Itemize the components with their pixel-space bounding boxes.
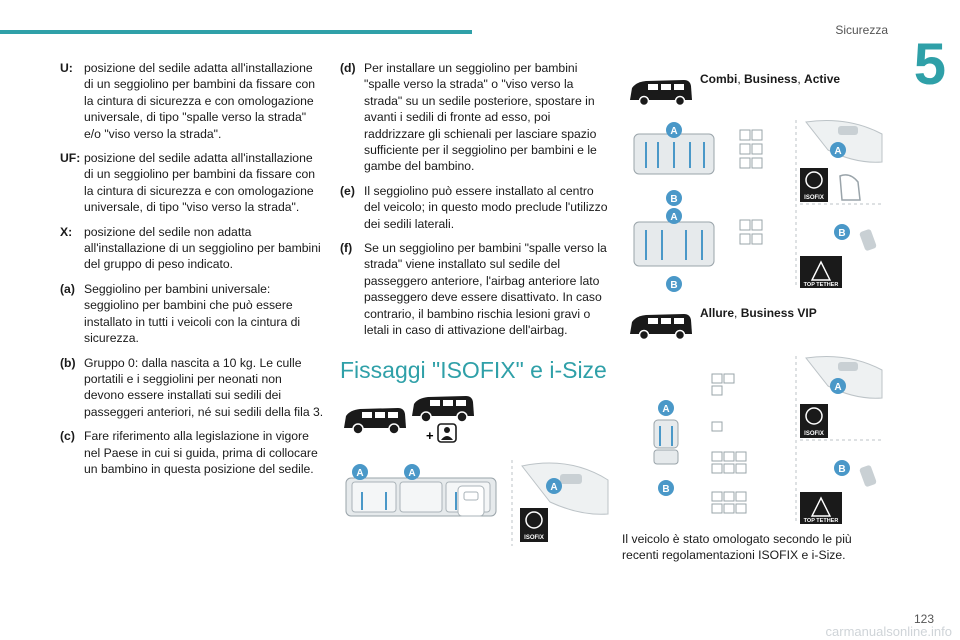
svg-text:ISOFIX: ISOFIX	[804, 431, 824, 437]
marker-a: A	[404, 464, 420, 480]
svg-text:B: B	[838, 228, 845, 239]
section-heading: Fissaggi "ISOFIX" e i-Size	[340, 357, 607, 383]
svg-text:A: A	[408, 468, 415, 479]
marker-a: A	[666, 208, 682, 224]
homologation-note: Il veicolo è stato omologato secondo le …	[622, 532, 852, 563]
van-icon	[412, 396, 474, 423]
svg-text:A: A	[670, 126, 677, 137]
svg-text:A: A	[550, 482, 557, 493]
van-pair-illustration: +	[344, 396, 474, 443]
header-accent-bar	[0, 30, 472, 34]
note-c: (c)Fare riferimento alla legislazione in…	[60, 429, 318, 476]
anchor-closeup	[521, 462, 609, 515]
variant-caption-2: Allure, Business VIP	[700, 306, 817, 320]
section-title: Sicurezza	[835, 23, 888, 37]
child-seat-icon	[839, 174, 861, 201]
svg-text:B: B	[670, 194, 677, 205]
svg-text:TOP TETHER: TOP TETHER	[804, 518, 839, 524]
marker-a: A	[352, 464, 368, 480]
note-b: (b)Gruppo 0: dalla nascita a 10 kg. Le c…	[60, 355, 324, 419]
seat-layout-topview	[711, 373, 747, 514]
marker-b: B	[834, 224, 850, 240]
note-d: (d)Per installare un seggiolino per bamb…	[340, 61, 597, 174]
isofix-badge: ISOFIX	[800, 168, 828, 202]
anchor-closeup	[805, 356, 883, 399]
svg-text:A: A	[834, 382, 841, 393]
marker-b: B	[658, 480, 674, 496]
top-tether-badge: TOP TETHER	[800, 256, 842, 288]
page-number: 123	[913, 612, 934, 626]
rear-seat-topview	[457, 485, 485, 517]
van-icon	[630, 314, 692, 340]
left-column: U:posizione del sedile adatta all'instal…	[60, 60, 324, 485]
watermark: carmanualsonline.info	[825, 624, 952, 639]
isofix-seat-diagram: A A A ISOFIX	[345, 460, 609, 546]
svg-text:B: B	[662, 484, 669, 495]
note-e: (e)Il seggiolino può essere installato a…	[340, 183, 608, 231]
svg-text:B: B	[670, 280, 677, 291]
marker-a: A	[658, 400, 674, 416]
captain-seat	[653, 419, 679, 465]
variant-caption-1: Combi, Business, Active	[700, 72, 841, 86]
marker-b: B	[666, 276, 682, 292]
definition-uf: UF:posizione del sedile adatta all'insta…	[60, 151, 316, 215]
chapter-number: 5	[913, 32, 946, 97]
tether-anchor-icon	[859, 229, 877, 251]
top-tether-badge: TOP TETHER	[800, 492, 842, 524]
svg-text:TOP TETHER: TOP TETHER	[804, 282, 839, 288]
marker-a: A	[830, 378, 846, 394]
definition-x: X:posizione del sedile non adatta all'in…	[60, 224, 321, 272]
svg-text:A: A	[670, 212, 677, 223]
isofix-diagram-allure: A B A ISOFIX B TOP TETHER	[653, 356, 884, 524]
isofix-badge: ISOFIX	[800, 404, 828, 438]
isofix-badge: ISOFIX	[520, 508, 548, 542]
svg-text:ISOFIX: ISOFIX	[524, 535, 544, 541]
svg-text:A: A	[356, 468, 363, 479]
svg-text:A: A	[662, 404, 669, 415]
note-a: (a)Seggiolino per bambini universale: se…	[60, 281, 301, 346]
tether-anchor-icon	[859, 465, 877, 487]
definition-u: U:posizione del sedile adatta all'instal…	[60, 61, 316, 141]
plus-sign: +	[426, 428, 434, 443]
marker-a: A	[546, 478, 562, 494]
anchor-closeup	[805, 120, 883, 163]
middle-column: (d)Per installare un seggiolino per bamb…	[340, 60, 608, 347]
marker-a: A	[830, 142, 846, 158]
van-icon	[344, 408, 406, 435]
note-f: (f)Se un seggiolino per bambini "spalle …	[340, 241, 607, 338]
van-icon	[630, 80, 692, 106]
bench-row-2	[633, 133, 715, 175]
svg-text:A: A	[834, 146, 841, 157]
svg-text:ISOFIX: ISOFIX	[804, 195, 824, 201]
seat-layout-topview	[739, 129, 763, 245]
marker-a: A	[666, 122, 682, 138]
isofix-diagram-combi: A B A B A ISOFIX B TOP TETHER	[633, 120, 884, 292]
bench-row-3	[633, 221, 715, 267]
marker-b: B	[834, 460, 850, 476]
child-icon	[437, 423, 457, 443]
marker-b: B	[666, 190, 682, 206]
svg-text:B: B	[838, 464, 845, 475]
